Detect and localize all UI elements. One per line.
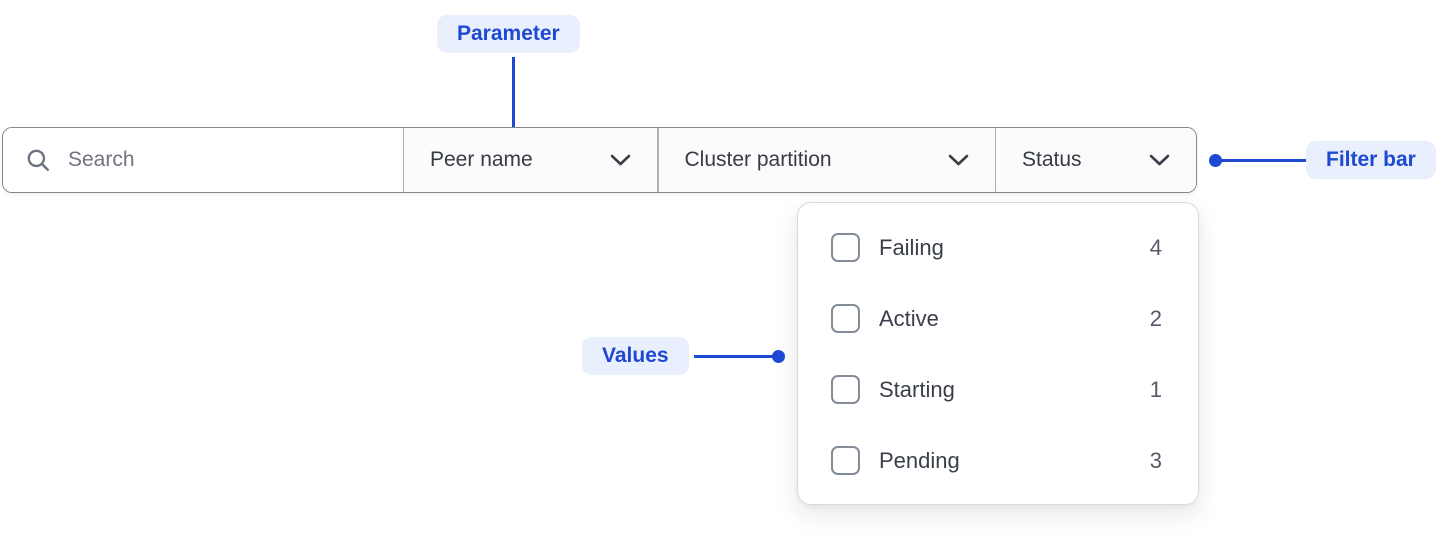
dropdown-cluster-partition[interactable]: Cluster partition xyxy=(658,128,995,192)
checkbox-starting[interactable] xyxy=(831,375,860,404)
dropdown-status-label: Status xyxy=(1022,148,1082,171)
parameter-connector-line xyxy=(511,57,515,142)
search-field[interactable] xyxy=(3,128,403,192)
filter-bar-divider xyxy=(657,128,659,192)
menu-item-active[interactable]: Active 2 xyxy=(798,283,1198,354)
menu-item-count: 2 xyxy=(1149,305,1162,331)
dropdown-cluster-partition-label: Cluster partition xyxy=(684,148,832,171)
menu-item-failing[interactable]: Failing 4 xyxy=(798,212,1198,283)
menu-item-count: 1 xyxy=(1149,376,1162,402)
values-connector-dot xyxy=(771,349,785,363)
menu-item-label: Failing xyxy=(879,234,944,260)
menu-item-label: Pending xyxy=(879,447,960,473)
filter-bar-connector-dot xyxy=(1208,153,1222,167)
dropdown-peer-name[interactable]: Peer name xyxy=(404,128,657,192)
parameter-annotation-badge: Parameter xyxy=(437,15,580,53)
search-icon xyxy=(25,147,51,173)
checkbox-failing[interactable] xyxy=(831,233,860,262)
values-annotation-badge: Values xyxy=(582,337,689,375)
filter-bar-divider xyxy=(994,128,996,192)
menu-item-starting[interactable]: Starting 1 xyxy=(798,354,1198,425)
filter-bar: Peer name Cluster partition Status xyxy=(2,127,1197,193)
menu-item-label: Active xyxy=(879,305,939,331)
search-input[interactable] xyxy=(68,148,381,172)
dropdown-peer-name-label: Peer name xyxy=(430,148,533,171)
checkbox-active[interactable] xyxy=(831,304,860,333)
menu-item-label: Starting xyxy=(879,376,955,402)
dropdown-status[interactable]: Status xyxy=(996,128,1196,192)
values-connector-line xyxy=(694,354,774,358)
menu-item-count: 4 xyxy=(1149,234,1162,260)
chevron-down-icon xyxy=(948,154,969,166)
status-dropdown-menu: Failing 4 Active 2 Starting 1 Pending 3 xyxy=(797,202,1199,505)
menu-item-pending[interactable]: Pending 3 xyxy=(798,425,1198,496)
filter-bar-connector-line xyxy=(1219,158,1306,162)
filter-bar-annotation-badge: Filter bar xyxy=(1306,141,1436,179)
menu-item-count: 3 xyxy=(1149,447,1162,473)
filter-bar-divider xyxy=(402,128,404,192)
chevron-down-icon xyxy=(610,154,631,166)
chevron-down-icon xyxy=(1149,154,1170,166)
checkbox-pending[interactable] xyxy=(831,446,860,475)
